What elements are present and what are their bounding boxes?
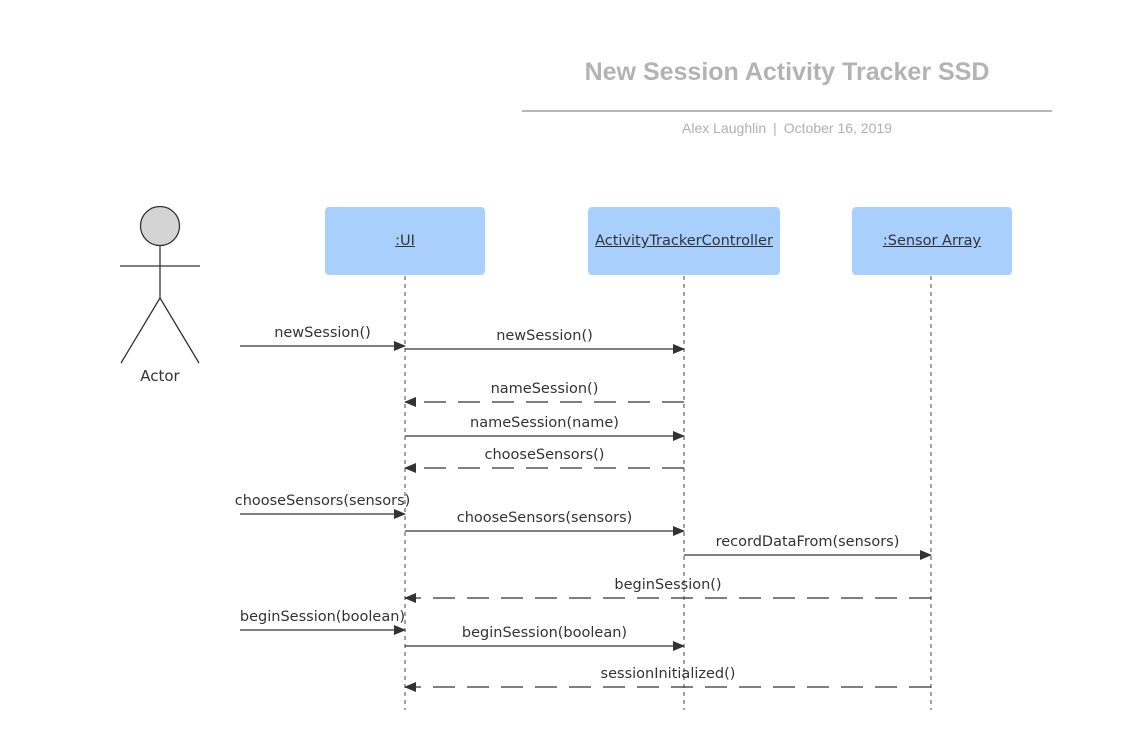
sync-message: nameSession(name): [405, 415, 685, 441]
participant-label: :UI: [395, 233, 415, 249]
return-message: chooseSensors(): [404, 447, 684, 473]
actor-label: Actor: [140, 367, 180, 385]
sync-message: recordDataFrom(sensors): [684, 534, 932, 560]
return-message: beginSession(): [404, 577, 931, 603]
meta-separator: |: [773, 120, 777, 136]
diagram-date: October 16, 2019: [783, 120, 892, 136]
diagram-title: New Session Activity Tracker SSD: [584, 58, 990, 86]
sync-message: chooseSensors(sensors): [405, 510, 685, 536]
actor-head: [139, 205, 181, 247]
author-name: Alex Laughlin: [682, 120, 767, 136]
message-label: chooseSensors(): [485, 447, 605, 463]
diagram-meta: Alex Laughlin | October 16, 2019: [522, 120, 1052, 136]
message-label: chooseSensors(sensors): [235, 493, 411, 509]
message-label: nameSession(name): [470, 415, 619, 431]
actor-figure: Actor: [120, 205, 200, 385]
message-label: beginSession(boolean): [240, 609, 405, 625]
participant-controller: ActivityTrackerController: [588, 207, 780, 275]
participant-ui: :UI: [325, 207, 485, 275]
message-label: newSession(): [274, 325, 371, 341]
sync-message: chooseSensors(sensors): [235, 493, 411, 519]
message-label: recordDataFrom(sensors): [716, 534, 900, 550]
participant-label: ActivityTrackerController: [595, 233, 773, 249]
message-layer: newSession() newSession() nameSession() nam…: [235, 325, 932, 692]
return-message: sessionInitialized(): [404, 666, 931, 692]
message-label: newSession(): [496, 328, 593, 344]
actor-right-leg: [159, 297, 200, 364]
sync-message: newSession(): [405, 328, 685, 354]
sync-message: beginSession(boolean): [405, 625, 685, 651]
message-label: chooseSensors(sensors): [457, 510, 633, 526]
message-label: sessionInitialized(): [601, 666, 736, 682]
title-divider: [522, 110, 1052, 112]
return-message: nameSession(): [404, 381, 684, 407]
actor-left-leg: [120, 297, 161, 364]
message-label: beginSession(boolean): [462, 625, 627, 641]
message-label: nameSession(): [491, 381, 599, 397]
message-label: beginSession(): [614, 577, 721, 593]
participant-label: :Sensor Array: [882, 233, 982, 249]
participant-sensor-array: :Sensor Array: [852, 207, 1012, 275]
sync-message: beginSession(boolean): [240, 609, 406, 635]
sync-message: newSession(): [240, 325, 406, 351]
